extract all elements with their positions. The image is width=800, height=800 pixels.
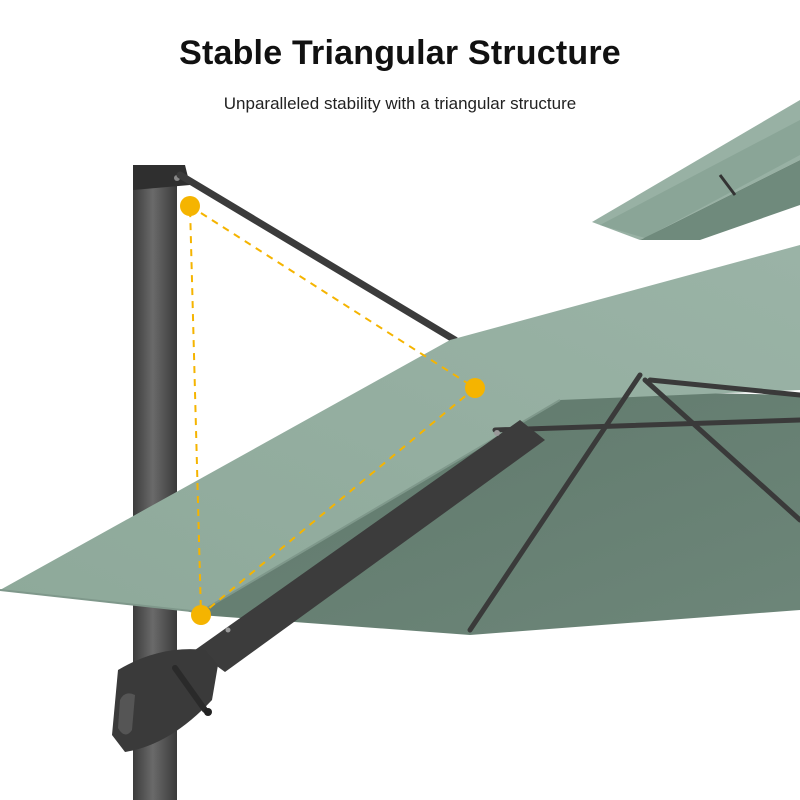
main-cantilever-arm <box>195 420 545 672</box>
upper-vent-canopy <box>592 100 800 240</box>
triangle-vertex-right <box>465 378 485 398</box>
triangle-vertex-bottom <box>191 605 211 625</box>
crank-housing <box>112 649 218 752</box>
canopy-ribs <box>467 372 800 633</box>
triangle-vertex-top <box>180 196 200 216</box>
page-subtitle: Unparalleled stability with a triangular… <box>223 94 577 113</box>
triangle-dashed-outline <box>188 204 477 618</box>
upper-support-arm <box>176 171 459 344</box>
page-title: Stable Triangular Structure <box>179 34 621 72</box>
triangle-diagram <box>180 196 485 625</box>
canopy-top <box>0 245 800 612</box>
